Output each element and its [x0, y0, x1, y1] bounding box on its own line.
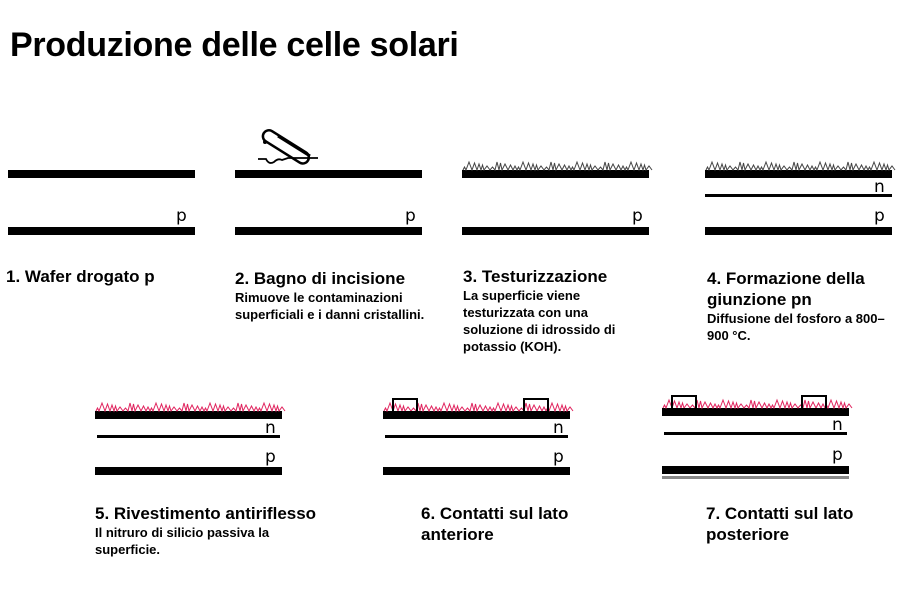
- step-3-caption: 3. Testurizzazione La superficie viene t…: [463, 266, 643, 355]
- test-tube-icon: [258, 129, 318, 165]
- p-label: p: [553, 447, 564, 467]
- step-6-caption: 6. Contatti sul lato anteriore: [421, 503, 571, 545]
- step-1-caption: 1. Wafer drogato p: [6, 266, 206, 287]
- p-label: p: [632, 206, 643, 226]
- p-label: p: [874, 206, 885, 226]
- p-label: p: [405, 206, 416, 226]
- n-label: n: [874, 177, 885, 197]
- step-title: 3. Testurizzazione: [463, 267, 608, 286]
- wafer-step-5: n p: [95, 401, 286, 475]
- wafer-step-1: p: [8, 170, 195, 235]
- surface-texture: [662, 398, 853, 410]
- front-contact: [801, 395, 827, 410]
- page-title: Produzione delle celle solari: [10, 26, 459, 64]
- p-label: p: [176, 206, 187, 226]
- back-contact: [662, 476, 849, 479]
- step-title: 7. Contatti sul lato posteriore: [706, 504, 854, 544]
- step-title: 1. Wafer drogato p: [6, 267, 155, 286]
- front-contact: [671, 395, 697, 410]
- step-2-caption: 2. Bagno di incisione Rimuove le contami…: [235, 268, 435, 323]
- step-7-caption: 7. Contatti sul lato posteriore: [706, 503, 856, 545]
- surface-texture: [705, 160, 896, 172]
- p-label: p: [832, 445, 843, 465]
- step-5-caption: 5. Rivestimento antiriflesso Il nitruro …: [95, 503, 355, 558]
- p-label: p: [265, 447, 276, 467]
- step-description: Il nitruro di silicio passiva la superfi…: [95, 525, 270, 557]
- wafer-step-4: n p: [705, 160, 896, 235]
- n-label: n: [265, 418, 276, 438]
- wafer-step-3: p: [462, 160, 653, 235]
- step-title: 2. Bagno di incisione: [235, 269, 406, 288]
- n-label: n: [553, 418, 564, 438]
- wafer-step-2: p: [235, 129, 422, 235]
- step-description: Diffusione del fosforo a 800–900 °C.: [707, 311, 885, 343]
- n-label: n: [832, 415, 843, 435]
- surface-texture: [95, 401, 286, 413]
- front-contact: [523, 398, 549, 413]
- wafer-step-6: n p: [383, 398, 574, 475]
- step-description: Rimuove le contaminazioni superficiali e…: [235, 290, 425, 322]
- step-description: La superficie viene testurizzata con una…: [463, 288, 616, 354]
- step-4-caption: 4. Formazione della giunzione pn Diffusi…: [707, 268, 897, 344]
- step-title: 6. Contatti sul lato anteriore: [421, 504, 569, 544]
- surface-texture: [462, 160, 653, 172]
- surface-texture: [383, 401, 574, 413]
- step-title: 5. Rivestimento antiriflesso: [95, 504, 317, 523]
- front-contact: [392, 398, 418, 413]
- step-title: 4. Formazione della giunzione pn: [707, 269, 865, 309]
- wafer-step-7: n p: [662, 395, 853, 479]
